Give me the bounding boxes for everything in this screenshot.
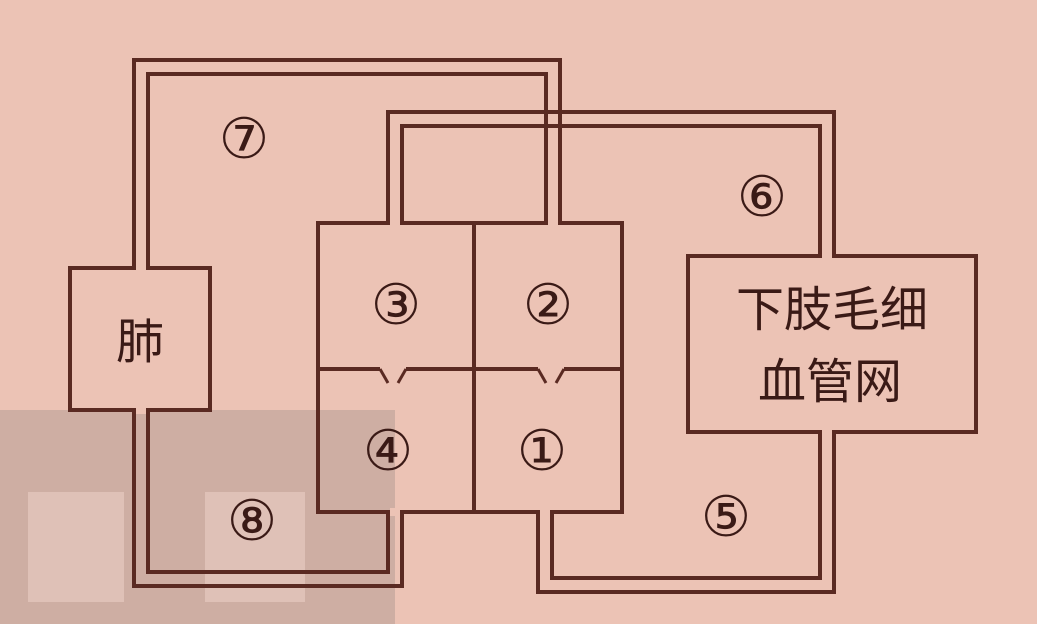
vessel-8-inner	[146, 410, 390, 574]
left-valve-gap	[380, 364, 406, 374]
photo-highlight-left	[28, 492, 124, 602]
vessel-5-opening	[540, 508, 550, 516]
right-valve-flap-a	[536, 368, 548, 384]
left-valve-flap-a	[378, 368, 390, 384]
right-valve-flap-b	[554, 368, 566, 384]
label-6: ⑥	[737, 165, 787, 230]
vessel-6-outer	[386, 110, 836, 256]
left-valve-flap-b	[396, 368, 408, 384]
vessel-7-outer	[132, 58, 562, 268]
vessel-7-lung-opening	[136, 264, 146, 272]
vessel-5-capillary-opening	[822, 428, 832, 436]
label-7: ⑦	[219, 107, 269, 172]
vessel-8-opening	[390, 508, 400, 516]
right-valve-gap	[538, 364, 564, 374]
label-8: ⑧	[227, 489, 277, 554]
vessel-6-opening	[390, 219, 400, 227]
label-1: ①	[517, 419, 567, 484]
label-3: ③	[371, 273, 421, 338]
label-5: ⑤	[701, 485, 751, 550]
vessel-5-outer	[536, 432, 836, 594]
vessel-6-inner	[400, 124, 822, 256]
label-4: ④	[363, 419, 413, 484]
lung-label: 肺	[116, 314, 164, 370]
vessel-5-inner	[550, 432, 822, 580]
vessel-8-lung-opening	[136, 406, 146, 414]
vessel-7-inner	[146, 72, 548, 268]
vessel-7-opening	[548, 219, 558, 227]
capillary-label-line2: 血管网	[758, 354, 902, 410]
photo-highlight-mid	[205, 492, 305, 602]
label-2: ②	[523, 273, 573, 338]
vessel-8-outer	[132, 410, 404, 588]
capillary-label-line1: 下肢毛细	[736, 282, 928, 338]
vessel-6-capillary-opening	[822, 252, 832, 260]
